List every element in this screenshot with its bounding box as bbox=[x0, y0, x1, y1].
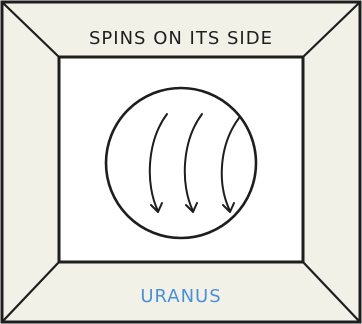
caption-text: SPINS ON ITS SIDE bbox=[89, 28, 273, 49]
planet-name: URANUS bbox=[140, 286, 221, 307]
